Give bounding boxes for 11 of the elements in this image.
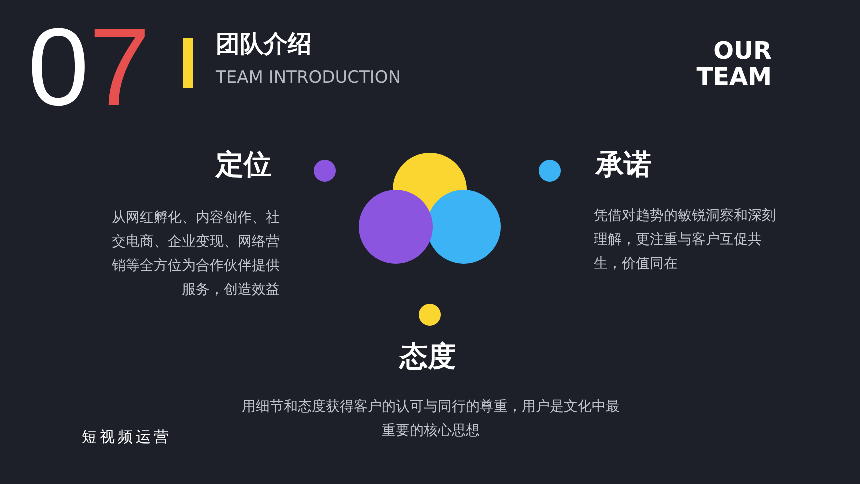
paragraph: 凭借对趋势的敏锐洞察和深刻理解，更注重与客户互促共生，价值同在 bbox=[594, 207, 777, 274]
heading: 定位 bbox=[216, 147, 272, 183]
paragraph: 从网红孵化、内容创作、社交电商、企业变现、网络营销等全方位为合作伙伴提供服务，创造效益 bbox=[111, 209, 280, 300]
heading: OUR TEAM bbox=[696, 38, 772, 90]
slide-title: 团队介绍 bbox=[216, 29, 312, 60]
footer-text: 短视频运营 bbox=[82, 428, 172, 447]
paragraph: 用细节和态度获得客户的认可与同行的尊重，用户是文化中最重要的核心思想 bbox=[241, 398, 621, 441]
heading: 承诺 bbox=[596, 147, 652, 183]
heading: 态度 bbox=[400, 339, 456, 375]
section-number: 07 bbox=[28, 8, 150, 128]
subtitle: TEAM INTRODUCTION bbox=[216, 68, 402, 88]
